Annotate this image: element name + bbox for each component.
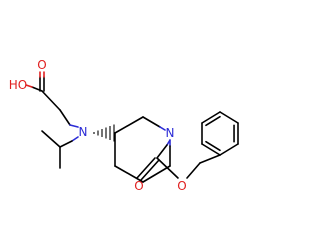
bond-n-carbonyl-black	[156, 144, 168, 159]
isopropyl-group	[41, 130, 79, 169]
bond-c-o-double-b	[140, 159, 160, 181]
ring-bond-c2-n	[142, 116, 161, 128]
amine-nitrogen-label: N	[79, 125, 88, 139]
bond-c-o-double-a	[136, 157, 156, 179]
bond-cooh-ch2	[41, 90, 61, 111]
bond-ch2-phenyl	[199, 154, 221, 164]
bond-ch2-n	[59, 109, 71, 126]
bond-ch-ch3-left	[41, 130, 61, 148]
carbamate-ester-oxygen-label: O	[177, 179, 186, 193]
carboxylic-acid-group	[25, 71, 79, 128]
ring-bond-c6-c5	[142, 165, 171, 183]
stereo-hashed-bond	[93, 124, 115, 142]
bond-c-oh-colored	[25, 84, 33, 88]
phenyl-inner-bond-3	[205, 140, 221, 152]
ring-bond-c2-n-colored	[159, 126, 166, 131]
bond-ester-o-ch2	[186, 162, 201, 179]
acid-carbonyl-oxygen-label: O	[37, 58, 46, 72]
phenyl-bond-4	[201, 111, 221, 124]
phenyl-bond-6	[201, 143, 221, 156]
ring-bond-c5-c4	[114, 165, 144, 183]
bond-n-ch	[71, 136, 79, 142]
cbz-tail-layer	[0, 0, 250, 250]
structure-canvas: HO O N N O O	[9, 58, 239, 193]
bond-n-carbonyl	[166, 139, 171, 146]
piperidine-ring	[114, 116, 171, 183]
phenyl-inner-bond-2	[205, 115, 221, 127]
acid-hydroxyl-label: HO	[9, 78, 27, 92]
bond-ch2-n-colored	[69, 124, 79, 128]
phenyl-bond-3	[219, 111, 239, 124]
phenyl-bond-1	[219, 143, 239, 156]
carbamate-carbonyl-oxygen-label: O	[134, 179, 143, 193]
bond-c-ester-o	[156, 157, 179, 179]
bond-n-ch-black	[59, 140, 73, 148]
ring-bond-c3-c2	[114, 116, 144, 134]
ring-nitrogen-label: N	[166, 126, 175, 140]
